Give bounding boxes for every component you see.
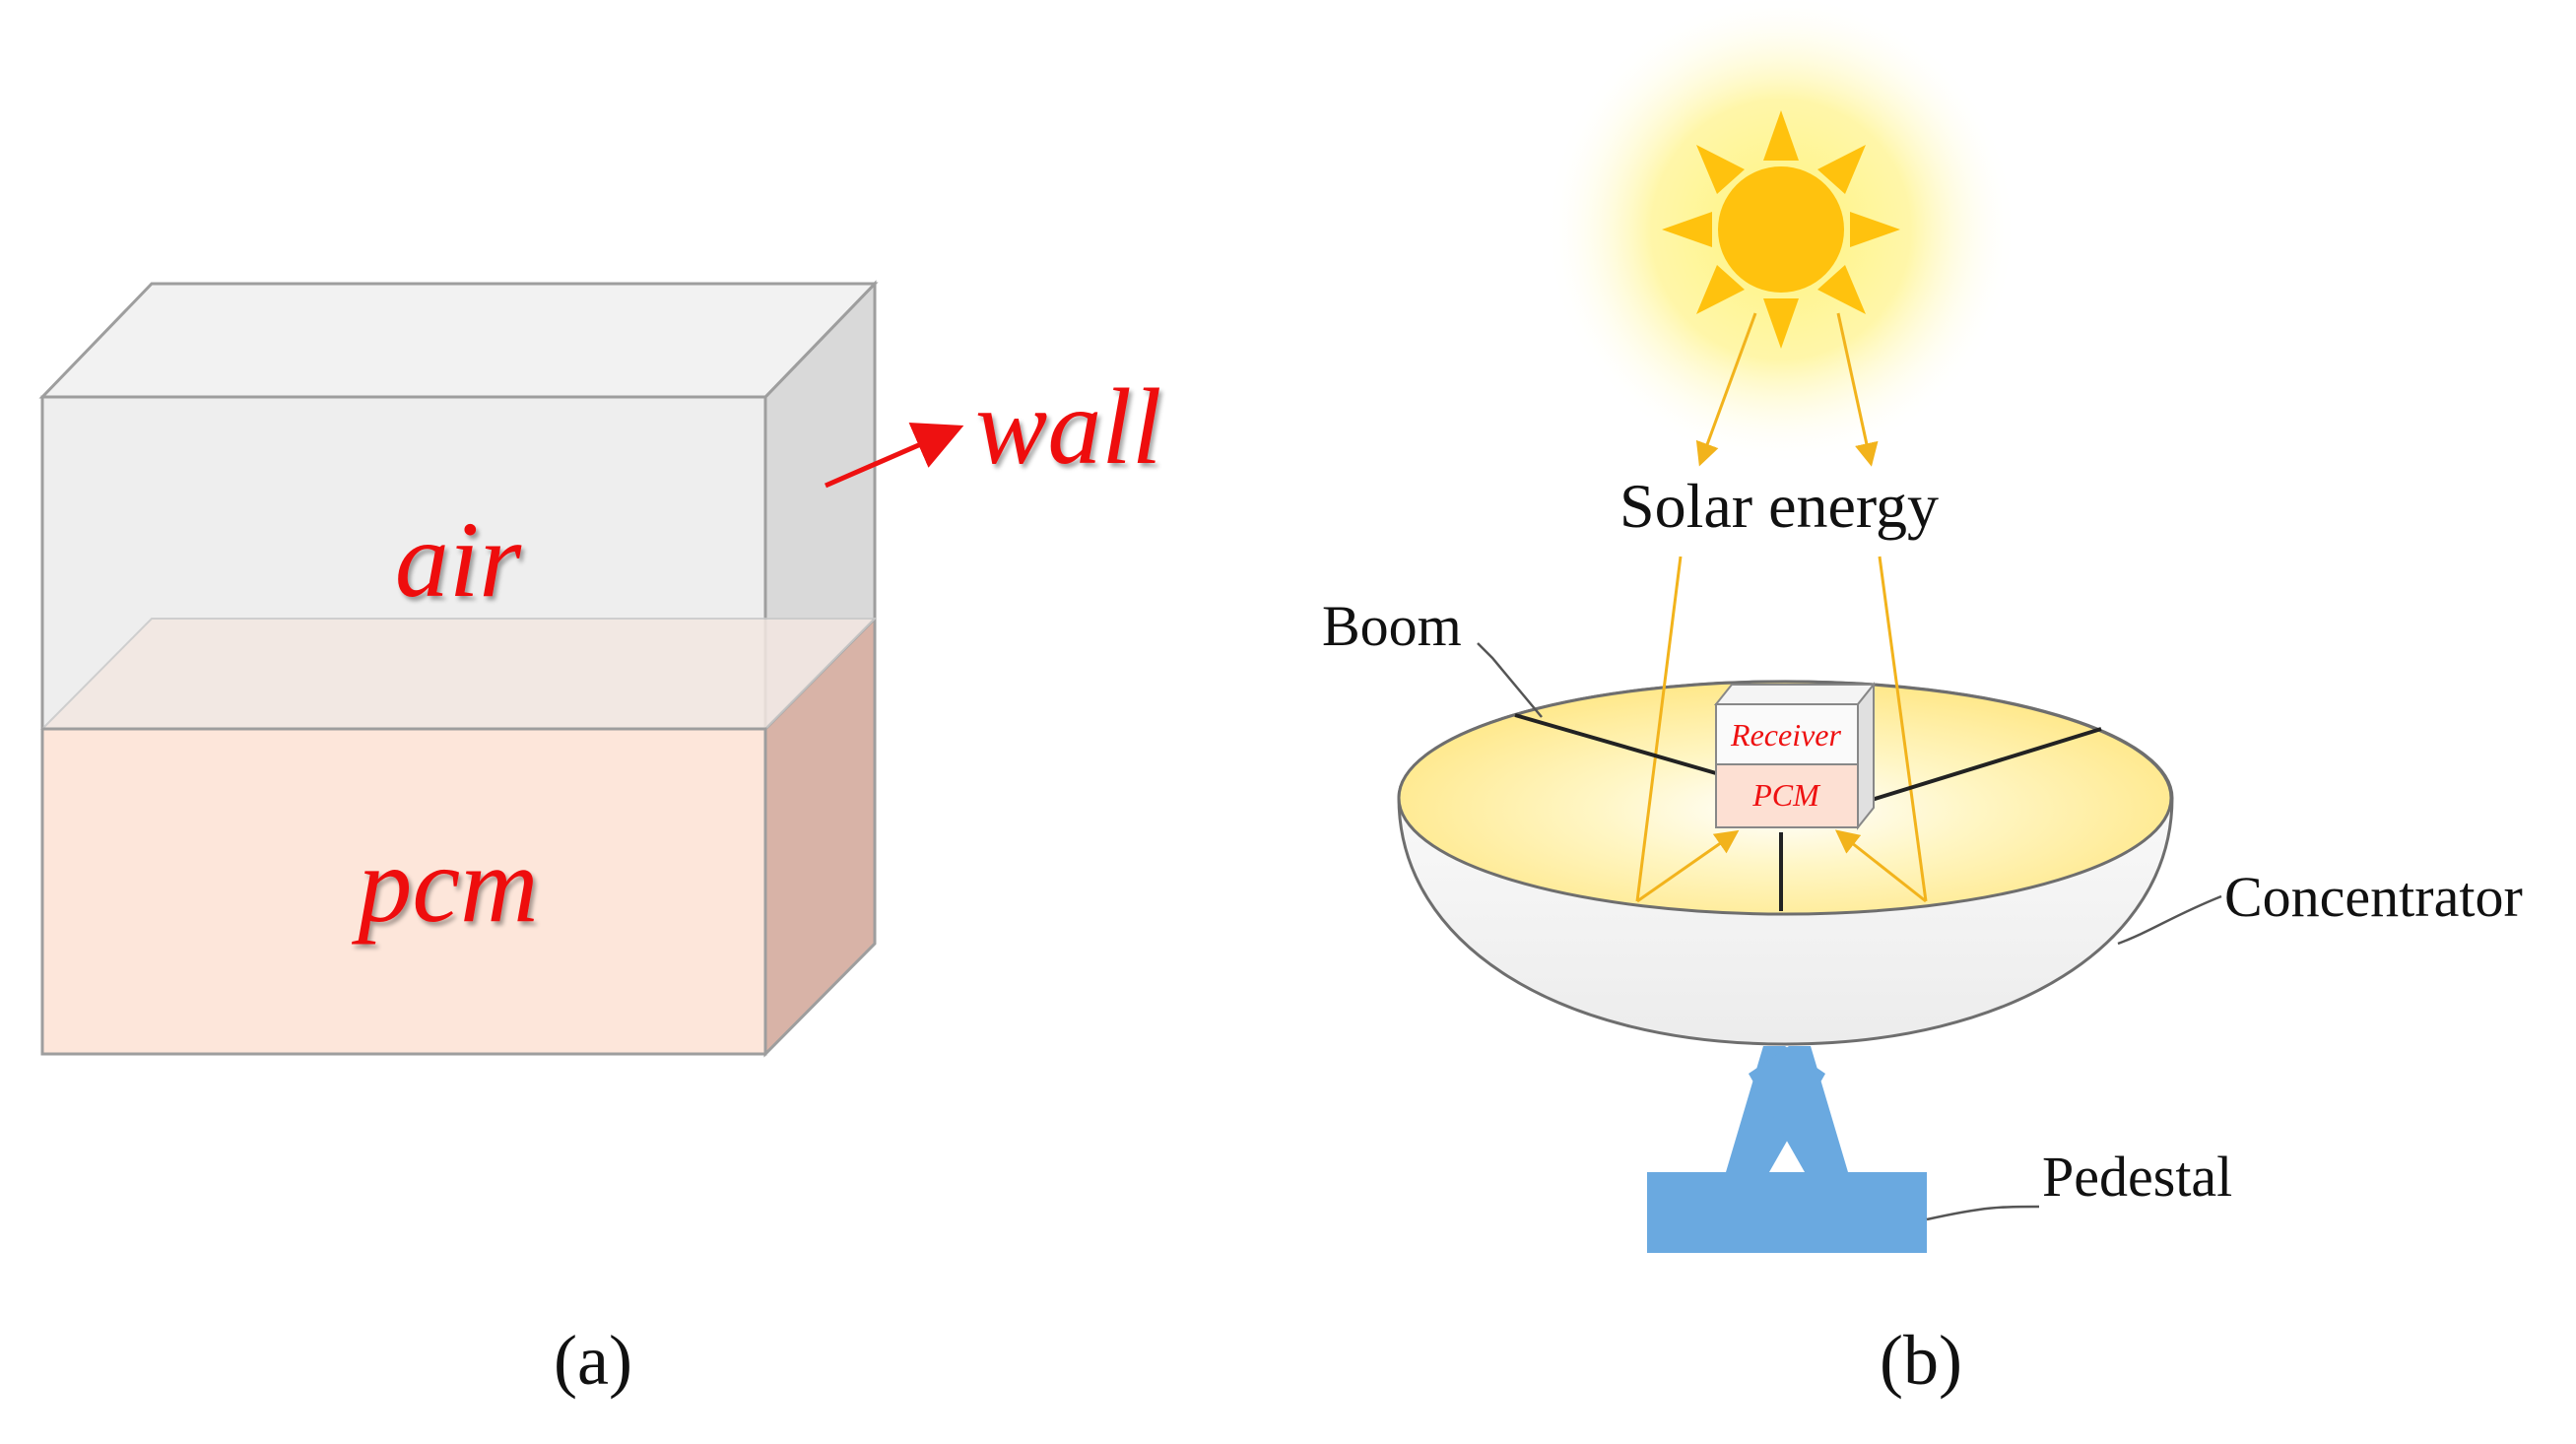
caption-b: (b) [1880, 1321, 1962, 1400]
box-interface-plane [39, 618, 878, 730]
panel-b: Solar energy [1322, 0, 2523, 1400]
caption-a: (a) [554, 1321, 632, 1400]
label-solar-energy: Solar energy [1619, 471, 1939, 541]
pedestal [1647, 1046, 1927, 1253]
box-top-face [38, 282, 879, 399]
label-pedestal: Pedestal [2042, 1145, 2232, 1209]
label-wall: wall [975, 366, 1162, 487]
label-concentrator: Concentrator [2224, 865, 2523, 929]
panel-a: air pcm wall (a) [38, 280, 1162, 1400]
sun-rays [1695, 312, 1879, 467]
receiver-block [1713, 682, 1877, 830]
wall-arrow [825, 423, 964, 489]
callout-lines [1477, 642, 2222, 1221]
label-air: air [395, 499, 523, 620]
booms [1514, 713, 2102, 911]
label-boom: Boom [1322, 594, 1462, 658]
box-pcm-region [40, 727, 767, 1056]
label-pcm: pcm [351, 824, 538, 945]
label-receiver: Receiver [1730, 717, 1841, 753]
label-receiver-pcm: PCM [1751, 777, 1821, 813]
sun-icon [1545, 0, 2017, 466]
reflected-rays [1635, 556, 1928, 903]
